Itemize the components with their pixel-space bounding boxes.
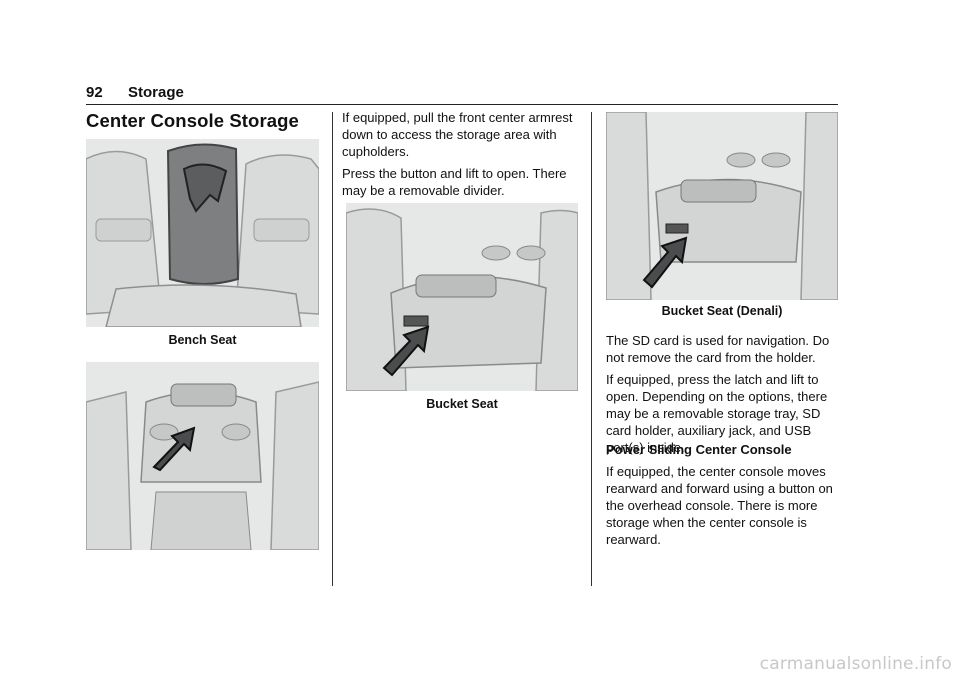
column-divider-2 — [591, 112, 592, 586]
bucket-seat-caption: Bucket Seat — [426, 397, 498, 411]
bucket-seat-denali-caption: Bucket Seat (Denali) — [661, 304, 783, 318]
col3-heading: Power Sliding Center Console — [606, 442, 792, 457]
col3-paragraph-3: If equipped, the center console moves re… — [606, 464, 833, 547]
col3-paragraph-2: If equipped, press the latch and lift to… — [606, 372, 828, 455]
bucket-seat-drawing — [346, 203, 578, 391]
col3-paragraph-1: The SD card is used for navigation. Do n… — [606, 333, 830, 365]
column-divider-1 — [332, 112, 333, 586]
bucket-seat-denali-illustration — [606, 112, 838, 300]
front-console-illustration — [86, 362, 319, 550]
page-number: 92 — [86, 84, 103, 101]
section-title: Storage — [128, 84, 184, 101]
col2-paragraph-1: If equipped, pull the front center armre… — [342, 110, 573, 159]
col2-paragraph-2: Press the button and lift to open. There… — [342, 166, 567, 198]
watermark: carmanualsonline.info — [759, 654, 952, 674]
front-console-drawing — [86, 362, 319, 550]
bench-seat-illustration — [86, 139, 319, 327]
page-title: Center Console Storage — [86, 110, 299, 131]
bench-seat-caption: Bench Seat — [168, 333, 237, 347]
bucket-seat-illustration — [346, 203, 578, 391]
page-header: 92 Storage — [86, 84, 838, 105]
bench-seat-drawing — [86, 139, 319, 327]
bucket-seat-denali-drawing — [606, 112, 838, 300]
